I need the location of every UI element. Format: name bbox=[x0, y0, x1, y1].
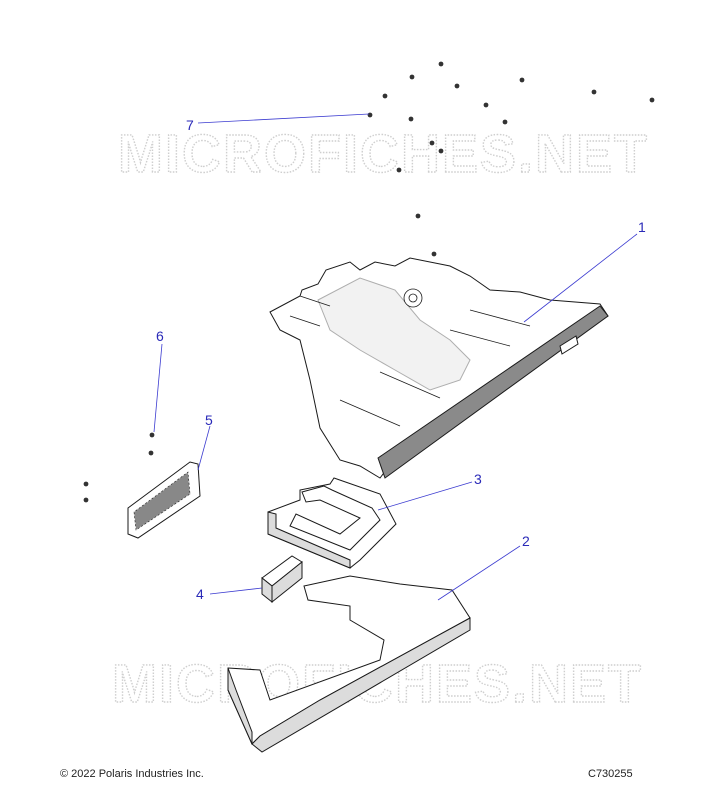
screw-icon bbox=[649, 97, 655, 103]
screw-icon bbox=[148, 450, 154, 456]
screw-icon bbox=[83, 481, 89, 487]
screw-icon bbox=[438, 148, 444, 154]
fasteners bbox=[83, 61, 655, 503]
part-3-foam-pad bbox=[267, 477, 397, 569]
screw-icon bbox=[519, 77, 525, 83]
screw-icon bbox=[149, 432, 155, 438]
screw-icon bbox=[382, 93, 388, 99]
screw-icon bbox=[408, 116, 414, 122]
screw-icon bbox=[591, 89, 597, 95]
screw-icon bbox=[409, 74, 415, 80]
screw-icon bbox=[502, 119, 508, 125]
screw-icon bbox=[83, 497, 89, 503]
callout-5: 5 bbox=[205, 412, 213, 428]
watermark-top: MICROFICHES.NET bbox=[118, 124, 649, 184]
screw-icon bbox=[483, 102, 489, 108]
screw-icon bbox=[429, 140, 435, 146]
part-5-grille bbox=[127, 461, 201, 539]
screw-icon bbox=[431, 251, 437, 257]
callout-1: 1 bbox=[638, 219, 646, 235]
screw-icon bbox=[438, 61, 444, 67]
screw-icon bbox=[396, 167, 402, 173]
callout-7: 7 bbox=[186, 117, 194, 133]
screw-icon bbox=[415, 213, 421, 219]
callout-6: 6 bbox=[156, 328, 164, 344]
callout-2: 2 bbox=[522, 533, 530, 549]
part-4-foam-block bbox=[261, 555, 303, 604]
callout-4: 4 bbox=[196, 586, 204, 602]
leader-lines bbox=[153, 113, 638, 601]
part-2-foam-panel bbox=[227, 575, 471, 753]
screw-icon bbox=[367, 112, 373, 118]
callout-3: 3 bbox=[474, 471, 482, 487]
figure-id: C730255 bbox=[588, 768, 633, 780]
copyright-text: © 2022 Polaris Industries Inc. bbox=[60, 768, 204, 780]
part-1-skid-plate bbox=[269, 257, 609, 479]
screw-icon bbox=[454, 83, 460, 89]
